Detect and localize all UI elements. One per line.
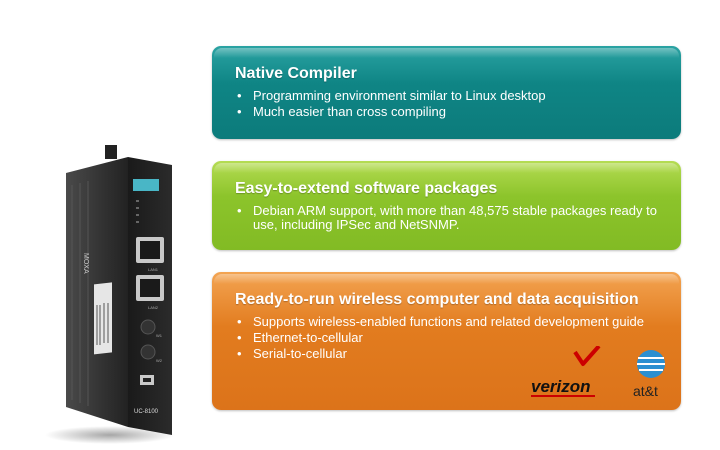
device-image: MOXA LAN1 LAN2 W1 W2 UC-8100 [45, 145, 175, 444]
device-logo: MOXA [82, 253, 89, 274]
panel-title: Easy-to-extend software packages [235, 180, 498, 197]
carrier-logos: verizon at&t [531, 346, 665, 399]
port-label: W1 [156, 333, 163, 338]
list-item: Debian ARM support, with more than 48,57… [235, 204, 659, 232]
port-label: W2 [156, 358, 163, 363]
port-label: LAN2 [148, 305, 159, 310]
list-item: Ethernet-to-cellular [235, 331, 659, 346]
panel-title: Native Compiler [235, 65, 357, 82]
bullet-list: Debian ARM support, with more than 48,57… [235, 204, 659, 232]
list-item: Supports wireless-enabled functions and … [235, 315, 659, 330]
verizon-logo: verizon [531, 346, 601, 397]
panel-title: Ready-to-run wireless computer and data … [235, 291, 639, 308]
list-item: Programming environment similar to Linux… [235, 89, 659, 104]
port-label: LAN1 [148, 267, 159, 272]
bullet-list: Programming environment similar to Linux… [235, 89, 659, 120]
software-packages-panel: Easy-to-extend software packages Debian … [212, 161, 681, 250]
native-compiler-panel: Native Compiler Programming environment … [212, 46, 681, 139]
svg-text:at&t: at&t [633, 383, 658, 399]
svg-text:verizon: verizon [531, 377, 591, 396]
bullet-list: Supports wireless-enabled functions and … [235, 315, 659, 362]
wireless-computer-panel: Ready-to-run wireless computer and data … [212, 272, 681, 410]
list-item: Serial-to-cellular [235, 347, 659, 362]
device-model: UC-8100 [134, 409, 159, 415]
list-item: Much easier than cross compiling [235, 105, 659, 120]
att-logo: at&t [633, 350, 665, 399]
